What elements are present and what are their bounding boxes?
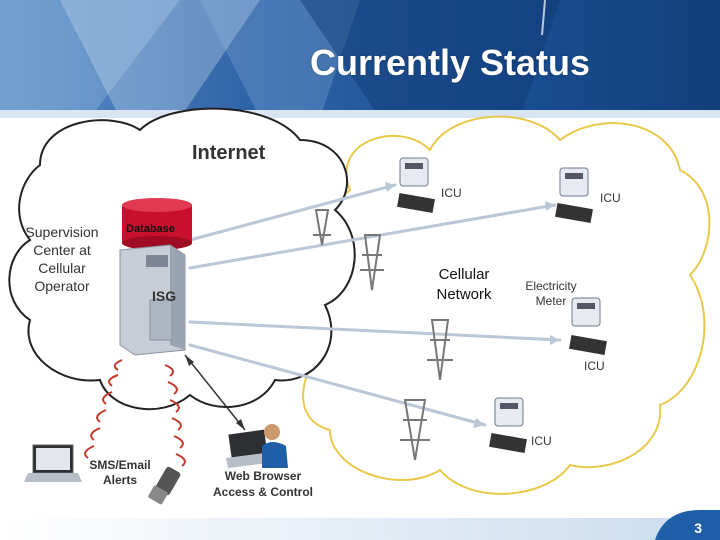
signal-waves — [84, 359, 186, 467]
web-browser-label: Web Browser Access & Control — [212, 469, 314, 499]
footer-band — [0, 510, 720, 540]
icu-label: ICU — [584, 359, 605, 373]
sms-email-alerts-label: SMS/Email Alerts — [89, 458, 151, 487]
internet-label: Internet — [192, 142, 266, 164]
supervision-center-label: Supervision Center at Cellular Operator — [25, 224, 99, 294]
electricity-meter-label: Electricity Meter — [525, 279, 577, 308]
cell-tower-icon — [313, 209, 453, 461]
server-icon — [119, 244, 186, 356]
cellular-network-label: Cellular Network — [425, 265, 503, 305]
page-number: 3 — [694, 520, 702, 536]
database-label: Database — [126, 223, 175, 235]
header-banner — [0, 0, 720, 118]
user-icon — [262, 424, 288, 468]
icu-label: ICU — [441, 186, 462, 200]
icu-label: ICU — [600, 191, 621, 205]
electricity-meter-icon — [397, 157, 607, 454]
database-icon — [122, 198, 192, 250]
isg-label: ISG — [152, 288, 177, 304]
icu-label: ICU — [531, 434, 552, 448]
mobile-phone-icon — [148, 466, 181, 505]
slide-title: Currently Status — [309, 42, 591, 83]
